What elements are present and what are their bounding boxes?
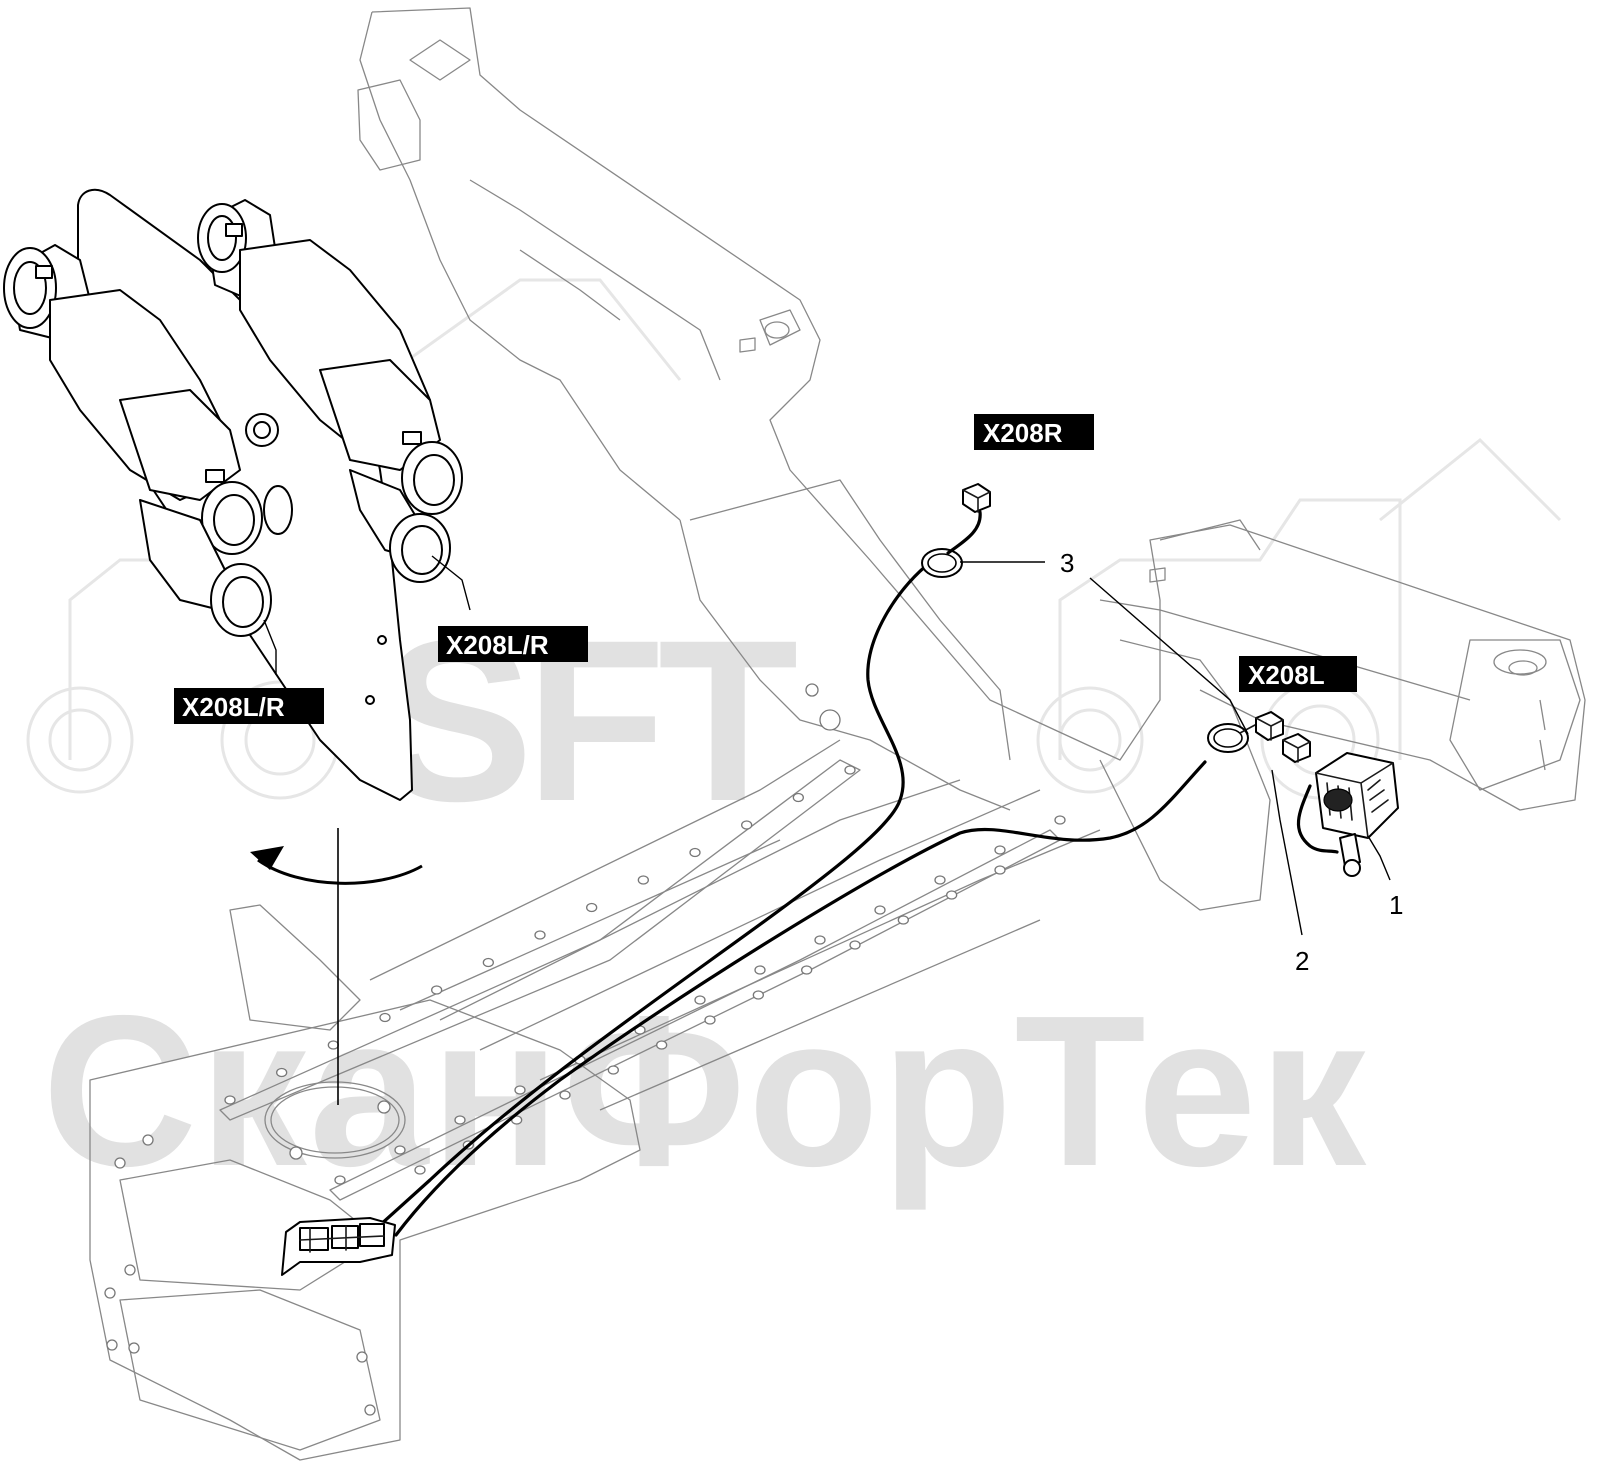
cable-clamp-x208r [921,502,982,578]
relay-connector-block [281,1217,396,1276]
rail-hole [704,1015,716,1025]
callout-item-1: 1 [1389,890,1403,920]
cable-clamp-x208l [1207,723,1256,753]
connector-x208r-plug [962,483,991,513]
rail-hole [586,902,598,913]
tag-x208lr-lower: X208L/R [174,688,324,724]
rail-hole [559,1090,571,1100]
rail-hole [994,865,1006,875]
loader-arm-frame [357,7,1586,911]
rail-hole [849,940,861,950]
tag-x208l: X208L [1239,656,1357,692]
rail-hole [334,1175,346,1185]
rail-hole [897,915,909,925]
rail-hole [379,1012,391,1023]
rail-hole [946,890,958,900]
rail-hole [801,965,813,975]
hydraulic-coupler-assembly [3,188,463,801]
rail-hole [1054,815,1066,825]
rail-hole [656,1040,668,1050]
connector-x208l-plug [1255,711,1284,741]
rail-hole [741,820,753,830]
tag-x208lr-upper: X208L/R [438,626,588,662]
rail-hole [754,965,766,975]
svg-text:X208R: X208R [983,418,1063,448]
rail-hole [792,792,804,803]
rail-hole [514,1085,526,1095]
tag-x208r: X208R [974,414,1094,450]
connector-lamp-plug [1282,733,1311,763]
rail-hole [394,1145,406,1155]
chassis-frame [89,739,1101,1461]
rail-hole [694,995,706,1005]
rail-hole [844,765,856,775]
leader-lines [263,555,1391,936]
rail-hole [276,1067,288,1078]
rail-hole [689,847,701,858]
cable-to-lamp [1296,784,1339,854]
rail-hole [607,1065,619,1075]
callout-item-2: 2 [1295,946,1309,976]
rail-hole [454,1115,466,1125]
rail-hole [224,1095,236,1105]
rail-hole [814,935,826,945]
wiring-harness [281,483,1399,1276]
svg-text:X208L/R: X208L/R [446,630,549,660]
rail-hole [414,1165,426,1175]
cable-x208r [378,558,935,1227]
svg-text:X208L: X208L [1248,660,1325,690]
rotation-indicator [250,828,423,1105]
coupler-left [3,244,272,637]
rail-hole [994,845,1006,855]
rail-hole [752,990,764,1000]
rail-hole [482,957,494,968]
coupler-right [197,199,463,583]
work-lamp [1315,752,1399,877]
rail-hole [934,875,946,885]
rail-hole [327,1040,339,1050]
rail-holes [224,765,1066,1185]
rail-hole [637,875,649,885]
callout-item-3: 3 [1060,548,1074,578]
cable-x208l [394,760,1207,1237]
rail-hole [874,905,886,915]
svg-text:X208L/R: X208L/R [182,692,285,722]
rail-hole [431,985,443,995]
rail-hole [534,930,546,940]
